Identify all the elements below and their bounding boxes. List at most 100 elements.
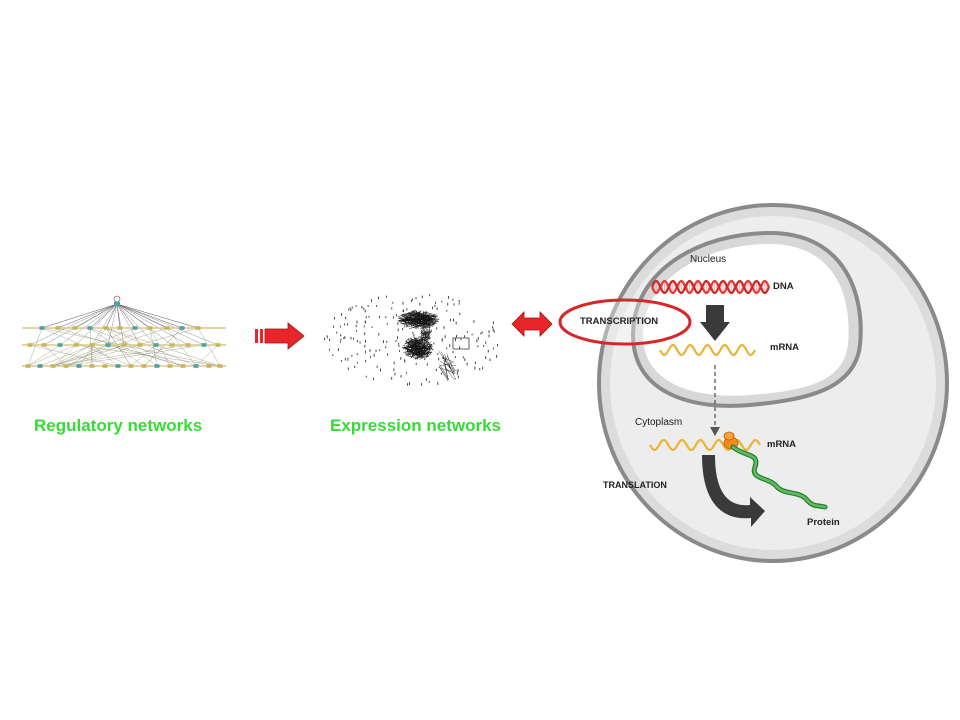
regulatory-edge (52, 327, 151, 367)
regulatory-network-edges (27, 295, 221, 367)
expression-cluster-edge (425, 321, 433, 329)
regulatory-edge (149, 327, 171, 367)
expression-node (400, 357, 402, 360)
regulatory-edge (27, 344, 61, 367)
expression-node (459, 312, 461, 315)
expression-tail-edge (438, 367, 456, 374)
expression-node (430, 329, 432, 333)
expression-cluster-edge (414, 347, 433, 350)
expression-node (415, 297, 417, 300)
regulatory-node (37, 364, 43, 368)
expression-node (350, 336, 352, 340)
expression-node (324, 337, 325, 341)
expression-node (383, 340, 384, 344)
expression-cluster-edge (405, 339, 413, 351)
transcription-arrow-icon (700, 305, 730, 341)
expression-node (475, 361, 476, 364)
regulatory-network-nodes (22, 302, 226, 368)
expression-node (344, 323, 345, 326)
regulatory-node (167, 364, 173, 368)
expression-cluster-edge (419, 339, 426, 357)
expression-node (443, 326, 445, 329)
expression-node (413, 333, 415, 337)
expression-node (365, 375, 367, 378)
expression-node (452, 351, 454, 354)
expression-node (477, 345, 479, 348)
expression-node (341, 313, 343, 316)
expression-node (402, 327, 404, 331)
expression-node (400, 375, 402, 378)
expression-node (410, 299, 412, 302)
expression-node (329, 338, 331, 341)
expression-node (492, 328, 494, 332)
regulatory-edge (197, 327, 221, 367)
expression-node (378, 296, 380, 300)
regulatory-node (63, 364, 69, 368)
expression-node (449, 364, 450, 368)
expression-node (376, 305, 378, 307)
expression-cluster-edge (398, 320, 409, 327)
regulatory-edge (130, 344, 157, 367)
expression-node (492, 321, 494, 325)
expression-cluster-edge (413, 337, 420, 342)
expression-cluster-edge (421, 328, 428, 337)
expression-cluster-edge (415, 341, 418, 360)
expression-node (419, 302, 421, 306)
regulatory-edge (52, 344, 77, 367)
regulatory-node (193, 364, 199, 368)
expression-node (441, 300, 443, 303)
expression-node (462, 356, 464, 359)
expression-node (367, 304, 369, 308)
expression-node (456, 372, 458, 375)
expression-node (458, 302, 460, 305)
expression-node (371, 326, 373, 329)
regulatory-edge (29, 303, 118, 346)
expression-cluster-edge (430, 322, 436, 326)
expression-node (416, 310, 417, 314)
expression-node (488, 334, 490, 338)
expression-node (363, 307, 365, 311)
regulatory-node (27, 343, 33, 347)
expression-tail-edge (441, 357, 454, 362)
expression-node (402, 301, 404, 305)
regulatory-edge (27, 327, 43, 367)
regulatory-edge (27, 344, 77, 367)
regulatory-node (169, 343, 175, 347)
expression-tail-edge (446, 353, 455, 374)
expression-node (340, 359, 342, 362)
expression-node (397, 322, 399, 325)
expression-node (434, 304, 436, 307)
expression-cluster-edge (421, 331, 432, 334)
expression-node (376, 365, 378, 368)
regulatory-node (128, 364, 134, 368)
expression-node (353, 337, 354, 340)
expression-cluster-edge (412, 314, 429, 319)
expression-node (459, 346, 460, 350)
expression-node (455, 321, 457, 325)
regulatory-node (103, 326, 109, 330)
expression-node (356, 353, 358, 356)
expression-cluster-edge (421, 344, 433, 355)
expression-node (369, 356, 371, 358)
expression-node (399, 350, 401, 352)
expression-network-zoom-box (452, 337, 470, 350)
expression-cluster-edge (419, 354, 426, 358)
expression-cluster-edge (424, 332, 429, 342)
expression-node (359, 341, 361, 344)
expression-node (378, 332, 380, 336)
expression-tail-edge (438, 350, 454, 373)
expression-tail-edge (439, 361, 454, 367)
expression-cluster-edge (427, 333, 430, 340)
dna-helix (650, 279, 771, 295)
regulatory-edge (91, 344, 119, 367)
expression-node (455, 356, 456, 359)
expression-node (488, 330, 490, 334)
expression-node (365, 339, 367, 343)
expression-cluster-edge (407, 346, 417, 348)
regulatory-node (89, 343, 95, 347)
export-arrowhead-icon (710, 427, 720, 436)
expression-cluster-edge (399, 319, 418, 327)
translation-arrow-icon (702, 455, 765, 527)
expression-node (457, 375, 459, 379)
expression-node (485, 356, 487, 359)
